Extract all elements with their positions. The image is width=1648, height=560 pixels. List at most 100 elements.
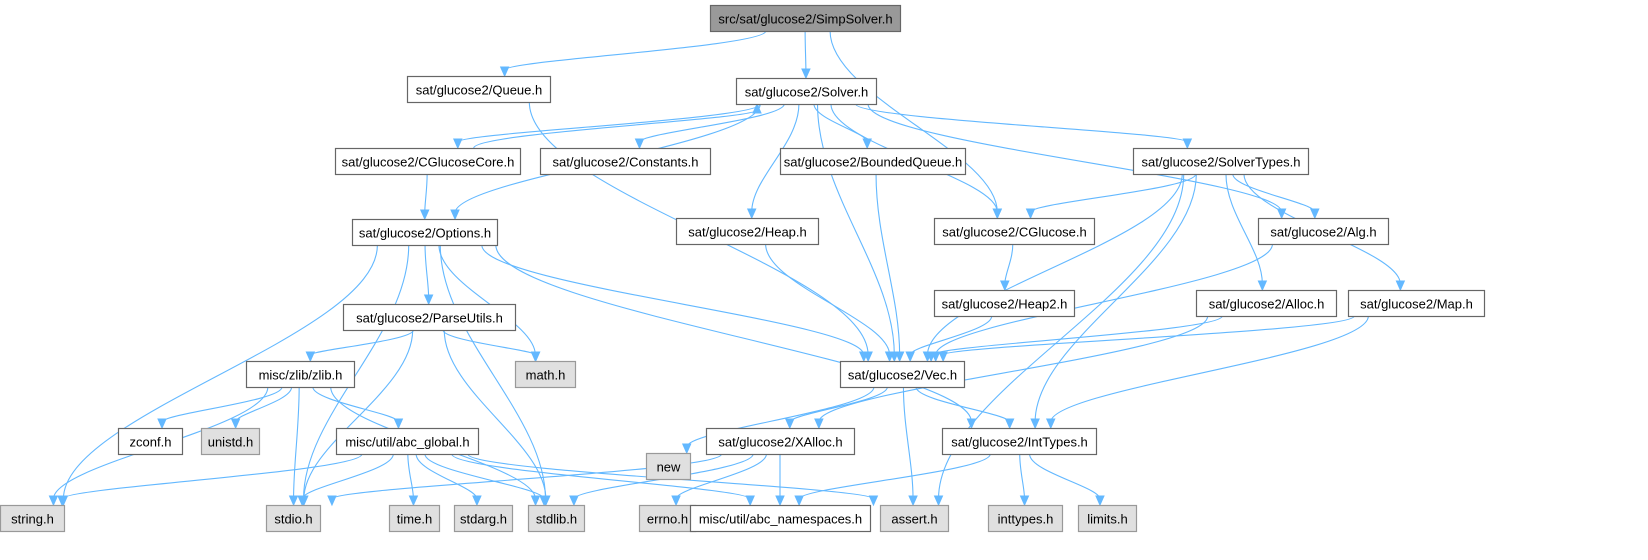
node-box: [1077, 504, 1138, 533]
node-box: [527, 504, 586, 533]
node-box: [779, 147, 967, 176]
arrowhead-solvertypes-to-map: [1395, 280, 1406, 292]
node-constants[interactable]: sat/glucose2/Constants.h: [539, 147, 712, 176]
edge-zlib-to-zconf: [161, 386, 283, 423]
edge-inttypes_local-to-abcnamespaces: [798, 453, 991, 500]
edge-options-to-inttypes_local: [495, 244, 972, 423]
node-label: unistd.h: [208, 435, 254, 450]
node-label: sat/glucose2/CGlucose.h: [942, 225, 1087, 240]
arrowhead-solver-to-solvertypes: [1182, 138, 1193, 150]
arrowhead-xalloc-to-errno: [671, 495, 681, 507]
arrowhead-xalloc-to-stdio: [327, 495, 337, 507]
arrowhead-abcglobal-to-stdlib: [539, 495, 549, 507]
node-box: [342, 303, 517, 332]
node-label: sat/glucose2/IntTypes.h: [951, 435, 1088, 450]
node-label: misc/zlib/zlib.h: [259, 368, 343, 383]
node-options[interactable]: sat/glucose2/Options.h: [351, 218, 499, 247]
arrowhead-solver-to-constants: [634, 138, 645, 150]
edge-vec-to-new: [686, 386, 875, 448]
node-stdio: stdio.h: [265, 504, 322, 533]
edge-options-to-parseutils: [424, 244, 430, 299]
arrowhead-solvertypes-to-cglucose: [1025, 208, 1036, 220]
edge-zlib-to-unistd: [235, 386, 293, 423]
arrowhead-cglucosecore-to-options: [419, 209, 430, 221]
node-cglucose[interactable]: sat/glucose2/CGlucose.h: [933, 217, 1096, 246]
edge-parseutils-to-zlib: [309, 329, 415, 356]
node-xalloc[interactable]: sat/glucose2/XAlloc.h: [705, 427, 856, 456]
node-box: [941, 427, 1098, 456]
node-label: errno.h: [647, 512, 688, 527]
node-box: [265, 504, 322, 533]
edge-solver-to-solvertypes: [855, 103, 1188, 143]
node-box: [839, 360, 966, 389]
arrowhead-zlib-to-unistd: [230, 418, 241, 430]
edge-vec-to-xalloc: [789, 386, 888, 423]
node-assert: assert.h: [879, 504, 950, 533]
node-label: inttypes.h: [998, 512, 1054, 527]
node-box: [709, 4, 902, 33]
edge-solvertypes-to-inttypes_local: [1034, 173, 1197, 423]
edge-heap-to-vec: [765, 243, 891, 356]
edge-layer: [48, 30, 1406, 507]
arrowhead-abcglobal-to-string: [57, 495, 67, 507]
node-string: string.h: [0, 504, 66, 533]
arrowhead-options-to-vec: [859, 351, 869, 363]
edge-abcglobal-to-stdio: [301, 453, 394, 500]
edge-xalloc-to-stdio: [331, 453, 723, 500]
node-box: [1132, 147, 1310, 176]
edge-solvertypes-to-alloc: [1225, 173, 1263, 285]
node-label: assert.h: [891, 512, 937, 527]
node-map[interactable]: sat/glucose2/Map.h: [1347, 289, 1486, 318]
node-vec[interactable]: sat/glucose2/Vec.h: [839, 360, 966, 389]
node-box: [351, 218, 499, 247]
node-box: [987, 504, 1064, 533]
arrowhead-inttypes_local-to-abcnamespaces: [794, 495, 804, 507]
arrowhead-simpsolver-to-solver: [801, 68, 811, 80]
edge-simpsolver-to-solver: [804, 30, 807, 73]
arrowhead-zlib-to-abcglobal: [393, 418, 404, 430]
arrowhead-solver-to-heap: [746, 208, 757, 220]
edge-solver-to-cglucosecore: [457, 103, 762, 143]
edge-zlib-to-stdio: [293, 386, 300, 500]
arrowhead-options-to-inttypes_local: [966, 418, 977, 430]
node-solvertypes[interactable]: sat/glucose2/SolverTypes.h: [1132, 147, 1310, 176]
node-label: sat/glucose2/Solver.h: [745, 85, 869, 100]
node-label: sat/glucose2/Heap2.h: [942, 297, 1068, 312]
node-label: sat/glucose2/Alloc.h: [1209, 297, 1325, 312]
edge-abcglobal-to-stdlib: [424, 453, 545, 500]
arrowhead-abcglobal-to-assert: [868, 495, 879, 507]
edge-options-to-string: [62, 244, 378, 500]
node-abcglobal[interactable]: misc/util/abc_global.h: [335, 427, 480, 456]
node-unistd: unistd.h: [200, 427, 261, 456]
edge-vec-to-assert: [902, 386, 914, 500]
node-zconf[interactable]: zconf.h: [117, 427, 184, 456]
node-zlib[interactable]: misc/zlib/zlib.h: [245, 360, 356, 389]
node-label: new: [657, 460, 681, 475]
edge-cglucosecore-to-options: [424, 173, 428, 214]
node-simpsolver[interactable]: src/sat/glucose2/SimpSolver.h: [709, 4, 902, 33]
arrowhead-inttypes_local-to-limits: [1095, 495, 1105, 507]
edge-options-to-stdio: [302, 244, 410, 500]
edge-simpsolver-to-queue: [504, 30, 767, 71]
node-box: [1257, 217, 1390, 246]
node-alloc[interactable]: sat/glucose2/Alloc.h: [1195, 289, 1338, 318]
arrowhead-zlib-to-zconf: [157, 418, 167, 430]
node-label: stdlib.h: [536, 512, 577, 527]
edge-xalloc-to-errno: [675, 453, 767, 500]
edge-options-to-vec: [481, 244, 865, 356]
node-cglucosecore[interactable]: sat/glucose2/CGlucoseCore.h: [334, 147, 522, 176]
node-inttypes_local[interactable]: sat/glucose2/IntTypes.h: [941, 427, 1098, 456]
node-label: sat/glucose2/SolverTypes.h: [1142, 155, 1301, 170]
arrowhead-alloc-to-vec: [926, 351, 936, 363]
node-solver[interactable]: sat/glucose2/Solver.h: [735, 77, 878, 106]
node-queue[interactable]: sat/glucose2/Queue.h: [406, 75, 552, 104]
node-heap[interactable]: sat/glucose2/Heap.h: [675, 217, 820, 246]
edge-inttypes_local-to-limits: [1029, 453, 1101, 500]
node-label: string.h: [11, 512, 54, 527]
arrowhead-solver-to-options: [450, 209, 460, 221]
node-alg[interactable]: sat/glucose2/Alg.h: [1257, 217, 1390, 246]
node-parseutils[interactable]: sat/glucose2/ParseUtils.h: [342, 303, 517, 332]
node-boundedqueue[interactable]: sat/glucose2/BoundedQueue.h: [779, 147, 967, 176]
node-abcnamespaces[interactable]: misc/util/abc_namespaces.h: [689, 504, 872, 533]
node-heap2[interactable]: sat/glucose2/Heap2.h: [933, 289, 1076, 318]
